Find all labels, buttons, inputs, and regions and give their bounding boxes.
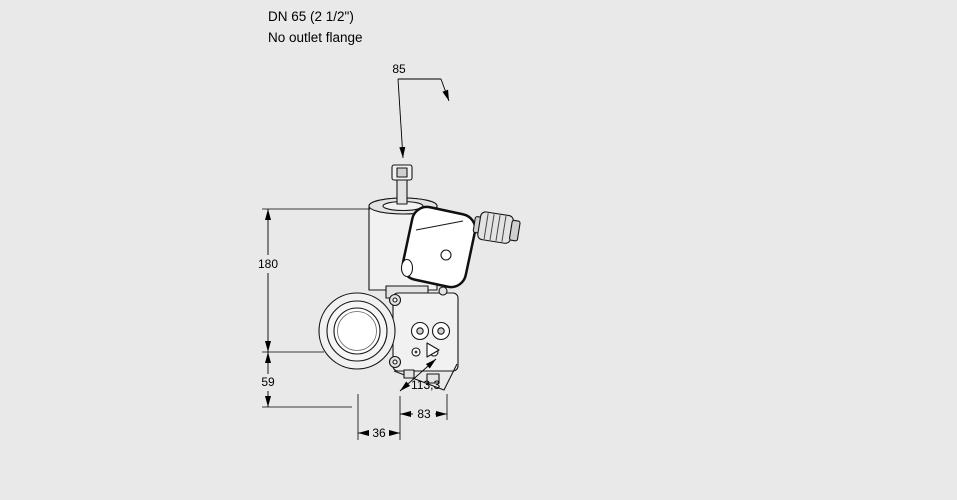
- connector-plug: [472, 211, 521, 244]
- dimension-bottom-width: 83: [400, 394, 448, 421]
- dimension-height-total: 180: [258, 208, 370, 353]
- dimension-top-width: 85: [392, 62, 450, 159]
- product-variant-label: No outlet flange: [268, 30, 363, 45]
- dimension-label-36: 36: [372, 426, 386, 440]
- terminal-box: [401, 205, 477, 289]
- valve-body: [392, 286, 459, 391]
- body-details: [388, 293, 451, 369]
- dimension-bottom-offset: 36: [357, 394, 401, 440]
- title-block: DN 65 (2 1/2") No outlet flange: [268, 6, 363, 48]
- inlet-flange: [318, 292, 396, 370]
- valve-drawing: [318, 164, 521, 391]
- dimension-height-lower: 59: [261, 352, 352, 408]
- sight-glass: [400, 258, 414, 278]
- product-size-label: DN 65 (2 1/2"): [268, 9, 354, 24]
- manual-cap: [391, 164, 413, 205]
- dimension-label-180: 180: [258, 257, 278, 271]
- dimension-label-83: 83: [417, 407, 431, 421]
- dimension-label-59: 59: [261, 375, 275, 389]
- dimension-label-113-3: 113,3: [411, 378, 440, 392]
- dimension-label-85: 85: [392, 62, 406, 76]
- flow-direction-arrow: [426, 342, 440, 358]
- dimension-depth-diagonal: 113,3: [399, 358, 440, 392]
